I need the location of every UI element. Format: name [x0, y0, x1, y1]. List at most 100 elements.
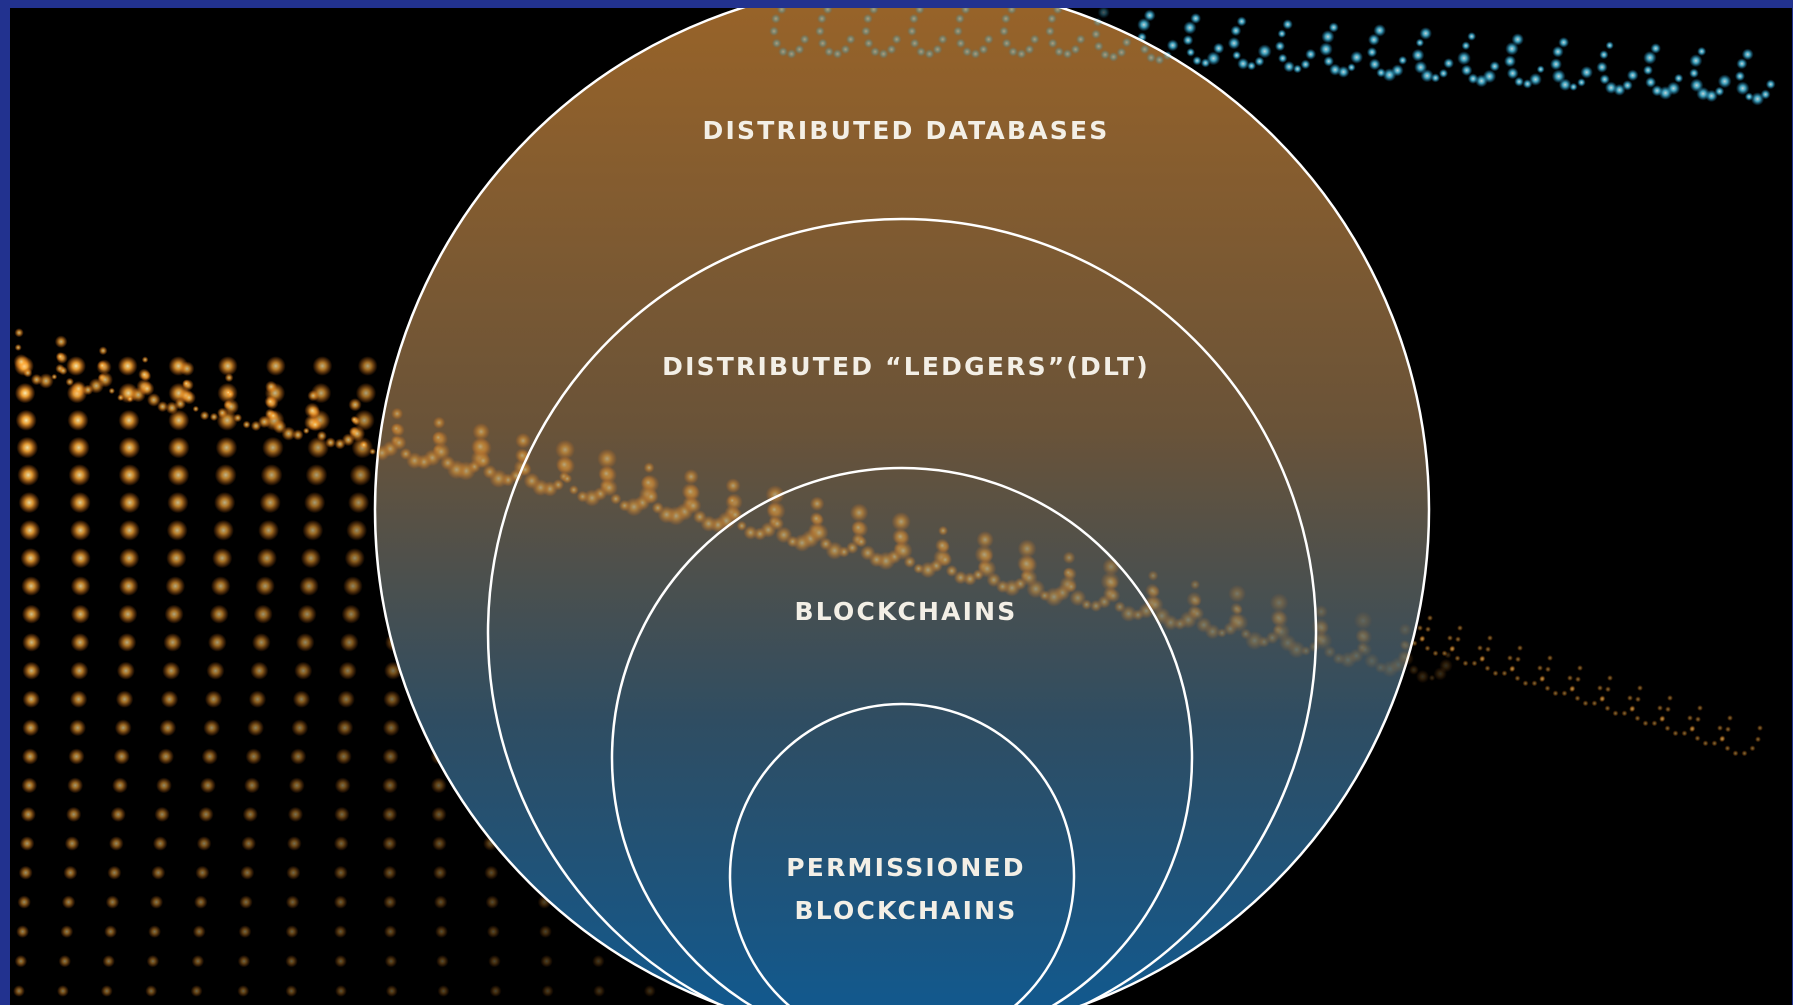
glow-dot — [68, 437, 90, 459]
glow-dot — [345, 548, 365, 568]
glow-dot — [1002, 38, 1012, 48]
glow-dot — [225, 373, 234, 382]
glow-dot — [335, 438, 346, 449]
glow-dot — [1552, 69, 1566, 83]
glow-dot — [1523, 79, 1533, 89]
glow-dot — [252, 633, 271, 652]
glow-dot — [117, 662, 135, 680]
glow-dot — [55, 335, 68, 348]
glow-dot — [71, 548, 91, 568]
glow-dot — [155, 807, 170, 822]
glow-dot — [490, 985, 502, 997]
glow-dot — [118, 605, 137, 624]
glow-dot — [243, 807, 258, 822]
glow-dot — [18, 895, 31, 908]
glow-dot — [1659, 716, 1665, 722]
glow-dot — [183, 391, 196, 404]
glow-dot — [67, 778, 83, 794]
glow-dot — [286, 985, 298, 997]
glow-dot — [1717, 725, 1723, 731]
glow-dot — [334, 866, 348, 880]
glow-dot — [597, 449, 617, 469]
glow-dot — [63, 866, 77, 880]
glow-dot — [68, 748, 84, 764]
glow-dot — [1146, 53, 1156, 63]
glow-dot — [787, 49, 797, 59]
glow-dot — [153, 836, 168, 851]
glow-dot — [382, 836, 397, 851]
glow-dot — [810, 523, 829, 542]
glow-dot — [1167, 39, 1179, 51]
glow-dot — [285, 955, 297, 967]
glow-dot — [20, 520, 41, 541]
glow-dot — [1719, 736, 1725, 742]
glow-dot — [1562, 690, 1568, 696]
glow-dot — [200, 411, 209, 420]
glow-dot — [644, 985, 656, 997]
glow-dot — [69, 464, 91, 486]
glow-dot — [99, 346, 108, 355]
glow-dot — [59, 366, 68, 375]
glow-dot — [338, 691, 355, 708]
glow-dot — [562, 474, 572, 484]
glow-dot — [1047, 14, 1057, 24]
glow-dot — [488, 955, 500, 967]
glow-dot — [1054, 47, 1064, 57]
glow-dot — [351, 416, 358, 423]
glow-dot — [57, 985, 69, 997]
glow-dot — [200, 778, 216, 794]
glow-dot — [302, 520, 323, 541]
glow-dot — [956, 38, 966, 48]
glow-dot — [1462, 41, 1471, 50]
glow-dot — [1109, 52, 1119, 62]
glow-dot — [159, 719, 176, 736]
glow-dot — [127, 396, 133, 402]
glow-dot — [197, 836, 212, 851]
glow-dot — [119, 437, 141, 459]
glow-dot — [1727, 715, 1733, 721]
glow-dot — [238, 955, 250, 967]
glow-dot — [1635, 715, 1641, 721]
glow-dot — [1201, 58, 1210, 67]
label-distributed-ledgers: DISTRIBUTED “LEDGERS”(DLT) — [662, 352, 1150, 381]
glow-dot — [198, 807, 213, 822]
glow-dot — [955, 14, 965, 24]
glow-dot — [191, 985, 203, 997]
glow-dot — [1186, 48, 1195, 57]
glow-dot — [472, 423, 490, 441]
diagram-canvas: DISTRIBUTED DATABASES DISTRIBUTED “LEDGE… — [10, 8, 1792, 1005]
glow-dot — [22, 748, 38, 764]
glow-dot — [1045, 26, 1055, 36]
glow-dot — [215, 464, 237, 486]
glow-dot — [1512, 33, 1524, 45]
glow-dot — [772, 38, 782, 48]
glow-dot — [1725, 726, 1731, 732]
glow-dot — [1354, 611, 1373, 630]
glow-dot — [384, 925, 397, 938]
glow-dot — [392, 435, 407, 450]
glow-dot — [1750, 745, 1756, 751]
glow-dot — [383, 719, 400, 736]
glow-dot — [118, 633, 137, 652]
glow-dot — [288, 807, 303, 822]
glow-dot — [114, 748, 130, 764]
glow-dot — [119, 410, 140, 431]
glow-dot — [62, 895, 75, 908]
glow-dot — [641, 475, 656, 490]
glow-dot — [335, 985, 347, 997]
glow-dot — [850, 503, 869, 522]
glow-dot — [151, 866, 165, 880]
glow-dot — [1417, 625, 1423, 631]
glow-dot — [301, 548, 321, 568]
label-permissioned-line-1: PERMISSIONED — [786, 853, 1025, 882]
glow-dot — [1751, 92, 1764, 105]
glow-dot — [1269, 593, 1288, 612]
glow-dot — [861, 26, 871, 36]
glow-dot — [1063, 49, 1073, 59]
glow-dot — [346, 520, 367, 541]
glow-dot — [15, 328, 24, 337]
glow-dot — [71, 605, 90, 624]
glow-dot — [1689, 54, 1702, 67]
glow-dot — [1695, 735, 1701, 741]
glow-dot — [1755, 736, 1761, 742]
